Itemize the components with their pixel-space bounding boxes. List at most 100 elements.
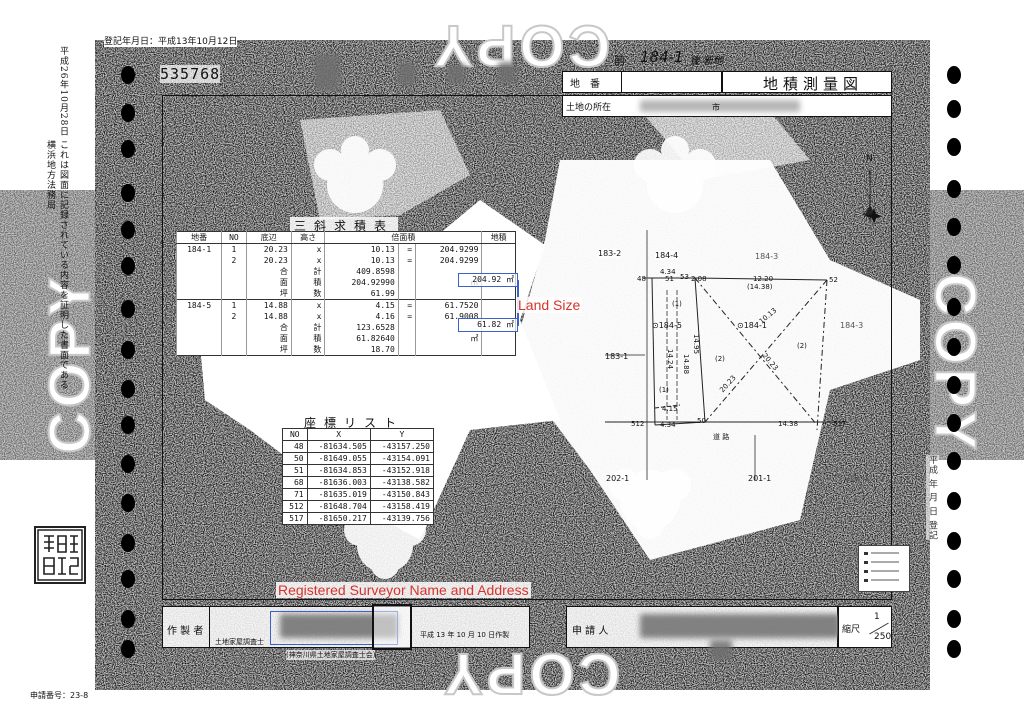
- main-frame: [162, 95, 892, 600]
- coord-cell: 68: [282, 476, 308, 489]
- point-51: 51: [665, 275, 674, 283]
- area-cell: 10.13: [324, 243, 399, 255]
- redacted-applicant-2: [710, 640, 732, 660]
- scale-label: 縮尺: [842, 625, 861, 635]
- area-cell: 数: [290, 288, 325, 300]
- area-cell: [415, 344, 482, 356]
- coord-cell: -81650.217: [306, 512, 371, 525]
- area-cell: [175, 277, 222, 288]
- region-mark-1b: (1): [659, 386, 669, 394]
- redacted-header-2: [398, 62, 416, 86]
- lot-201-1: 201-1: [748, 474, 772, 483]
- area-cell: [221, 266, 247, 277]
- right-registration-text: 平成 年 月 日 登記: [926, 455, 939, 541]
- lot-184-3-right: 184-3: [840, 321, 864, 330]
- survey-plan-drawing: [605, 170, 877, 480]
- registration-date: 登記年月日：平成13年10月12日: [104, 34, 238, 47]
- compass-icon: [866, 208, 882, 228]
- area-cell: =: [397, 299, 416, 311]
- official-seal: [34, 526, 86, 584]
- point-512: 512: [631, 420, 645, 428]
- lot-184-4: 184-4: [655, 251, 679, 260]
- title-cell: [722, 71, 892, 93]
- dim-4-34-bottom: 4.34: [660, 421, 676, 429]
- scale-box: [838, 606, 892, 648]
- area-cell: 4.15: [324, 299, 399, 311]
- lot-183-2: 183-2: [598, 249, 622, 258]
- area-header-cell: NO: [221, 231, 247, 244]
- area-cell: [175, 344, 222, 356]
- lot-202-1: 202-1: [606, 474, 630, 483]
- area-header-cell: 底辺: [245, 231, 292, 244]
- area-cell: 10.13: [324, 255, 399, 266]
- seal-icon: [37, 529, 83, 581]
- area-cell: [175, 311, 222, 322]
- coord-cell: 517: [282, 512, 308, 525]
- area-cell: 数: [290, 344, 325, 356]
- location-suffix: 市: [712, 103, 720, 112]
- area-header-cell: 地積: [481, 231, 516, 244]
- area-cell: [397, 277, 416, 288]
- coord-cell: 48: [282, 440, 308, 453]
- area-cell: [221, 288, 247, 300]
- area-cell: [175, 288, 222, 300]
- coord-cell: -81635.019: [306, 488, 371, 501]
- area-cell: x: [290, 243, 325, 255]
- area-cell: [397, 266, 416, 277]
- area-cell: 積: [290, 333, 325, 344]
- area-cell: 18.70: [324, 344, 399, 356]
- dim-12-20: 12.20: [753, 275, 774, 283]
- coord-cell: -43157.250: [369, 440, 435, 453]
- area-cell: [481, 311, 516, 322]
- area-cell: x: [290, 299, 325, 311]
- region-mark-2b: (2): [715, 355, 725, 363]
- redacted-applicant: [640, 614, 840, 638]
- lot-184-3-top: 184-3: [755, 252, 779, 261]
- area-cell: [221, 333, 247, 344]
- area-cell: 184-5: [175, 299, 222, 311]
- lot-note: 後 新地: [690, 56, 724, 67]
- area-cell: 61.9008: [415, 311, 482, 322]
- area-cell: 1: [221, 299, 247, 311]
- north-label: N: [866, 154, 873, 164]
- area-cell: x: [290, 311, 325, 322]
- area-cell: 1: [221, 243, 247, 255]
- area-cell: [481, 299, 516, 311]
- dim-2-08: 2.08: [691, 275, 707, 283]
- road-label: 道 路: [713, 433, 730, 441]
- area-cell: [415, 322, 482, 333]
- surveyor-seal: [372, 604, 412, 650]
- area-cell: [397, 344, 416, 356]
- area-cell: [415, 266, 482, 277]
- lot-label: 地 番: [570, 79, 600, 90]
- coordinate-table-title: 座標リスト: [300, 414, 409, 431]
- area-cell: 面: [245, 333, 292, 344]
- coord-cell: -43138.582: [369, 476, 435, 489]
- area-header-cell: 倍面積: [324, 231, 482, 244]
- applicant-label: 申 請 人: [572, 626, 609, 637]
- coord-cell: -43139.756: [369, 512, 435, 525]
- coord-cell: 71: [282, 488, 308, 501]
- dim-14-88: 14.88: [682, 353, 691, 375]
- area-header-cell: 高さ: [290, 231, 325, 244]
- coord-cell: 51: [282, 464, 308, 477]
- area-cell: 4.16: [324, 311, 399, 322]
- association-text: (神奈川県土地家屋調査士会): [286, 650, 376, 660]
- document-title: 地積測量図: [763, 75, 864, 93]
- area-table-title: 三斜求積表: [290, 217, 399, 234]
- coord-cell: -43150.843: [369, 488, 435, 501]
- area-cell: 61.82640: [324, 333, 399, 344]
- area-cell: [397, 288, 416, 300]
- coord-cell: -81634.853: [306, 464, 371, 477]
- area-cell: 面: [245, 277, 292, 288]
- maker-label: 作 製 者: [167, 626, 204, 637]
- land-size-highlight-1: 204.92 ㎡: [458, 273, 518, 287]
- land-size-highlight-2: 61.82 ㎡: [458, 318, 518, 332]
- area-cell: [175, 266, 222, 277]
- application-number: 申請番号：23-8: [30, 691, 89, 700]
